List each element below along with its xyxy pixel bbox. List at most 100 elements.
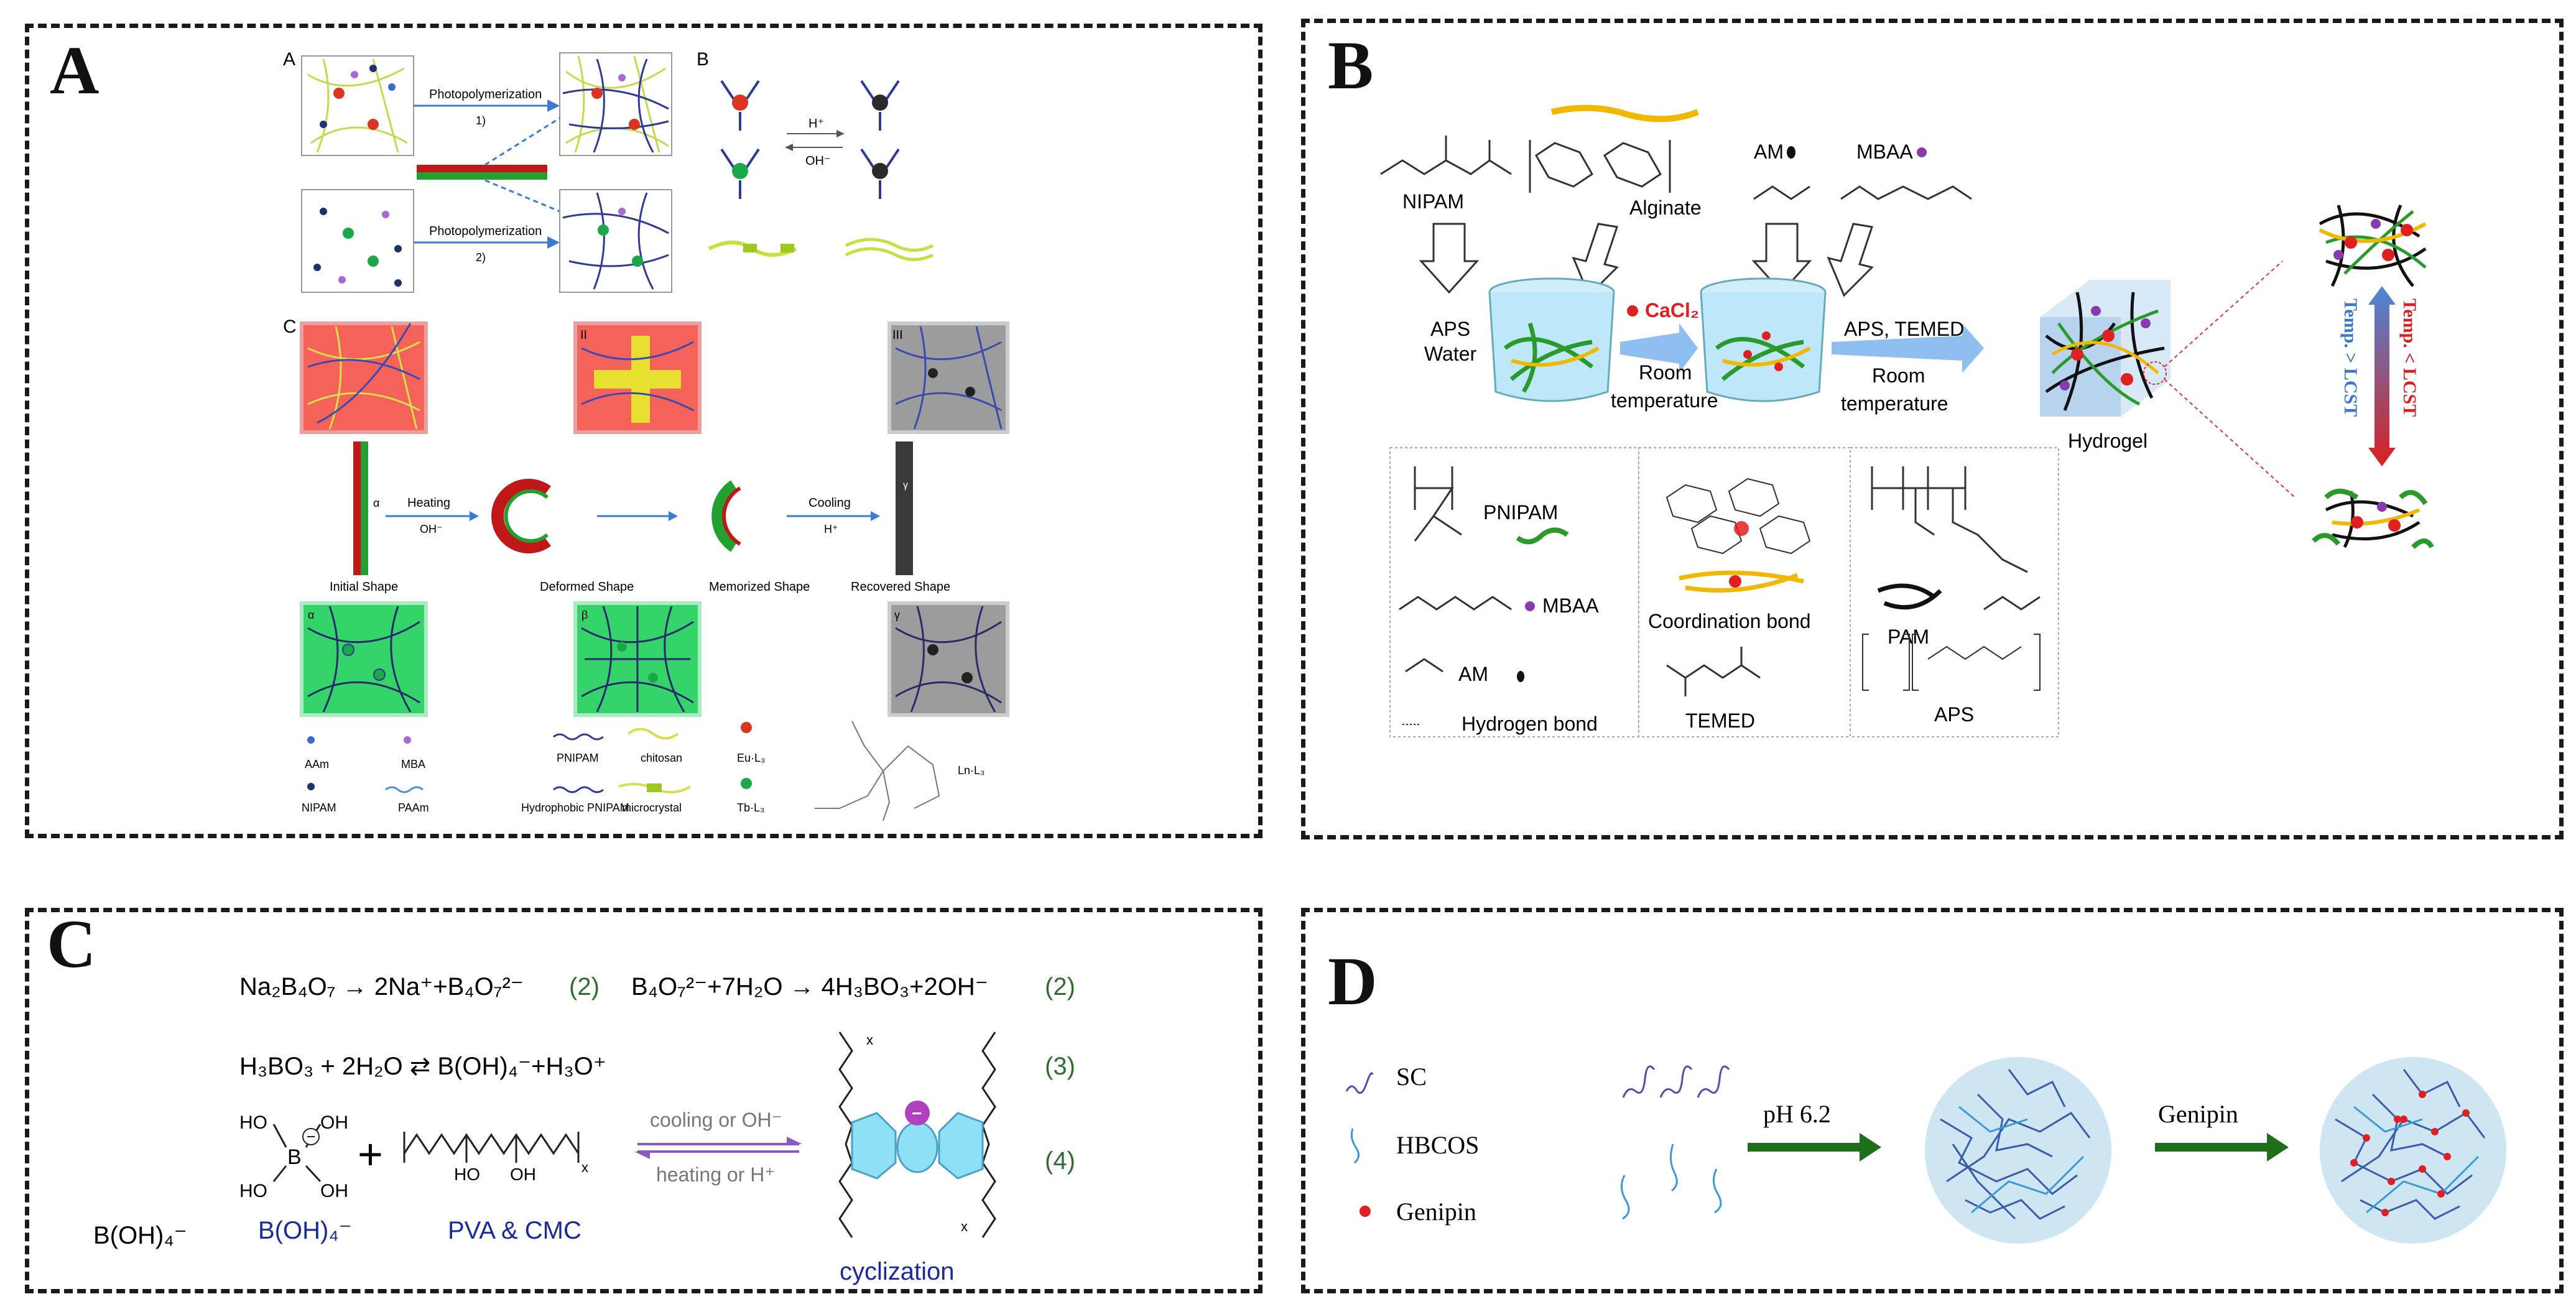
eq2-num: (2) — [1045, 973, 1075, 1000]
shape-deformed: Deformed Shape — [540, 580, 634, 594]
network-collapsed — [2312, 489, 2434, 549]
panel-b-label: B — [1328, 27, 1374, 103]
panel-b — [1301, 19, 2564, 839]
label-oh-minus: OH⁻ — [805, 154, 831, 168]
box-pam: PAM — [1888, 626, 1929, 648]
box-am: AM — [1458, 663, 1488, 685]
svg-text:HO: HO — [454, 1165, 480, 1184]
svg-text:OH: OH — [510, 1165, 536, 1184]
legend-hpnipam: Hydrophobic PNIPAM — [521, 802, 629, 814]
eq1-num: (2) — [569, 973, 600, 1000]
panel-d-label: D — [1328, 943, 1378, 1019]
panel-d — [1301, 908, 2564, 1293]
room-2a: Room — [1872, 364, 1925, 387]
pva-label: PVA & CMC — [448, 1217, 581, 1244]
box-pnipam: PNIPAM — [1483, 501, 1558, 524]
am-label: AM — [1754, 141, 1784, 163]
legend-sc: SC — [1396, 1063, 1427, 1091]
greek-g-1: γ — [903, 480, 908, 491]
legend-pnipam: PNIPAM — [557, 752, 599, 764]
eq4-num: (4) — [1045, 1147, 1075, 1175]
network-after-2 — [559, 189, 672, 293]
legend-microcrystal: microcrystal — [622, 802, 682, 814]
deformed-shape — [491, 479, 551, 553]
temp-high-label: Temp. > LCST — [2340, 298, 2361, 417]
network-before-1 — [301, 55, 414, 156]
greek-a-2: α — [308, 609, 314, 621]
room-1b: temperature — [1611, 389, 1718, 412]
legend-eu: Eu·L₃ — [737, 752, 765, 764]
state-red-1 — [300, 321, 428, 434]
box-mbaa: MBAA — [1542, 594, 1599, 617]
genipin-arrow-label: Genipin — [2158, 1100, 2238, 1128]
cacl2-label: CaCl₂ — [1645, 299, 1699, 321]
legend-hbcos: HBCOS — [1396, 1131, 1479, 1159]
sphere-before — [1925, 1057, 2111, 1244]
ln-complex-structure — [815, 721, 940, 821]
shape-initial: Initial Shape — [330, 580, 398, 594]
aps-label: APS — [1430, 318, 1470, 340]
greek-g-2: γ — [894, 609, 900, 621]
greek-a-1: α — [373, 497, 379, 509]
svg-text:HO: HO — [239, 1112, 267, 1133]
boh4-label: B(OH)₄⁻ — [258, 1217, 352, 1244]
panel-a — [25, 24, 1263, 838]
legend-nipam: NIPAM — [302, 802, 336, 814]
legend-genipin: Genipin — [1396, 1198, 1476, 1226]
svg-text:B: B — [287, 1145, 302, 1169]
svg-text:x: x — [581, 1160, 588, 1175]
borate-structure: HO OH HO OH B — [239, 1112, 348, 1201]
panel-a-sub-c: C — [283, 316, 297, 337]
water-label: Water — [1424, 343, 1477, 365]
nipam-structure — [1380, 136, 1512, 175]
panel-c — [25, 908, 1263, 1293]
svg-text:x: x — [866, 1032, 873, 1048]
svg-text:OH: OH — [320, 1181, 348, 1201]
panel-c-label: C — [47, 906, 96, 982]
photopoly-1: Photopolymerization — [429, 88, 542, 101]
cooling-oh: cooling or OH⁻ — [650, 1109, 782, 1131]
greek-b-2: β — [581, 609, 588, 621]
room-2b: temperature — [1841, 392, 1948, 415]
eq1: Na₂B₄O₇ → 2Na⁺+B₄O₇²⁻ — [239, 973, 524, 1000]
eq3-num: (3) — [1045, 1053, 1075, 1080]
legend-mba: MBA — [401, 758, 425, 770]
box-right — [1850, 447, 2059, 737]
heating-label: Heating — [407, 496, 450, 510]
beaker-1 — [1488, 277, 1615, 402]
svg-text:OH: OH — [320, 1112, 348, 1133]
cyclization-label: cyclization — [840, 1258, 955, 1285]
room-1a: Room — [1639, 361, 1692, 384]
legend-chitosan: chitosan — [641, 752, 682, 764]
network-before-2 — [301, 189, 414, 293]
network-swollen — [2319, 205, 2427, 287]
panel-a-sub-a: A — [283, 49, 295, 70]
hydrogel-cube — [2040, 280, 2171, 417]
legend-tb: Tb·L₃ — [737, 802, 764, 814]
shape-recovered: Recovered Shape — [851, 580, 950, 594]
cyclization-structure: − x x — [838, 1032, 996, 1238]
complex-dark — [860, 80, 900, 199]
eq2: B₄O₇²⁻+7H₂O → 4H₃BO₃+2OH⁻ — [631, 973, 988, 1000]
beaker-2 — [1700, 277, 1827, 402]
initial-shape-strip — [353, 441, 361, 575]
legend-aam: AAm — [305, 758, 329, 770]
roman-2: II — [580, 328, 587, 342]
state-green-1 — [300, 601, 428, 717]
pva-structure — [403, 1132, 580, 1163]
box-hbond: Hydrogen bond — [1462, 713, 1598, 735]
alginate-label: Alginate — [1629, 196, 1702, 219]
memorized-shape — [711, 480, 741, 552]
alginate-structure — [1529, 140, 1671, 193]
network-after-1 — [559, 52, 672, 156]
photopoly-2: Photopolymerization — [429, 224, 542, 238]
complex-eu — [720, 80, 760, 199]
heating-sub: OH⁻ — [420, 523, 443, 535]
ph-label: pH 6.2 — [1763, 1100, 1831, 1128]
label-h-plus: H⁺ — [808, 117, 824, 131]
recovered-shape-strip — [896, 441, 913, 575]
